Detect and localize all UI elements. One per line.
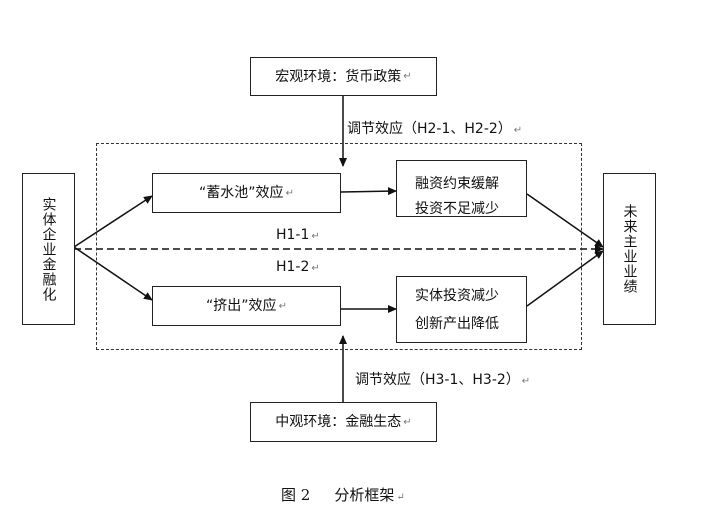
h1-1-text: H1-1: [276, 227, 310, 243]
figure-title: 分析框架: [334, 486, 395, 504]
macro-environment-label: 宏观环境：货币政策: [275, 68, 402, 85]
macro-environment-box: 宏观环境：货币政策↵: [250, 57, 437, 96]
bottom-moderation-text: 调节效应（H3-1、H3-2）: [355, 372, 520, 388]
top-result-box: 融资约束缓解 投资不足减少: [396, 160, 527, 217]
arrow-reservoir-to-result: [340, 187, 397, 196]
meso-environment-label: 中观环境：金融生态: [275, 414, 402, 430]
arrow-bottom-result-to-right: [526, 250, 604, 307]
reservoir-effect-label: “蓄水池”效应: [199, 185, 284, 201]
arrow-top-result-to-right: [526, 193, 604, 248]
bottom-result-line2: 创新产出降低: [415, 316, 499, 332]
return-mark: ↵: [278, 300, 287, 312]
arrow-left-to-reservoir: [73, 195, 153, 248]
bottom-moderation-label: 调节效应（H3-1、H3-2）↵: [355, 371, 530, 391]
reservoir-effect-box: “蓄水池”效应↵: [152, 173, 341, 213]
crowding-effect-label: “挤出”效应: [206, 298, 277, 314]
meso-environment-box: 中观环境：金融生态↵: [250, 402, 437, 442]
return-mark: ↵: [521, 376, 531, 387]
right-node-label: 未来主业业绩: [621, 204, 638, 294]
figure-number: 图 2: [281, 486, 311, 504]
h1-1-label: H1-1↵: [276, 226, 320, 246]
return-mark: ↵: [513, 125, 523, 136]
figure-caption: 图 2 分析框架↵: [281, 486, 405, 507]
top-result-line2: 投资不足减少: [415, 201, 499, 214]
top-moderation-text: 调节效应（H2-1、H2-2）: [347, 121, 512, 137]
h1-2-text: H1-2: [276, 259, 310, 275]
arrow-left-to-crowding: [73, 246, 153, 301]
h1-2-label: H1-2↵: [276, 258, 320, 278]
moderation-frame: [96, 143, 582, 350]
return-mark: ↵: [403, 416, 412, 428]
left-node-label: 实体企业金融化: [40, 196, 57, 302]
top-result-line1: 融资约束缓解: [415, 176, 499, 192]
bottom-result-box: 实体投资减少 创新产出降低: [396, 276, 527, 343]
return-mark: ↵: [311, 263, 320, 274]
bottom-result-line1: 实体投资减少: [415, 288, 499, 304]
top-moderation-label: 调节效应（H2-1、H2-2）↵: [347, 120, 522, 140]
left-node-box: 实体企业金融化: [22, 173, 75, 325]
crowding-effect-box: “挤出”效应↵: [152, 286, 341, 326]
right-node-box: 未来主业业绩: [603, 173, 656, 325]
return-mark: ↵: [311, 231, 320, 242]
return-mark: ↵: [403, 71, 412, 82]
return-mark: ↵: [396, 492, 405, 503]
return-mark: ↵: [285, 187, 294, 199]
